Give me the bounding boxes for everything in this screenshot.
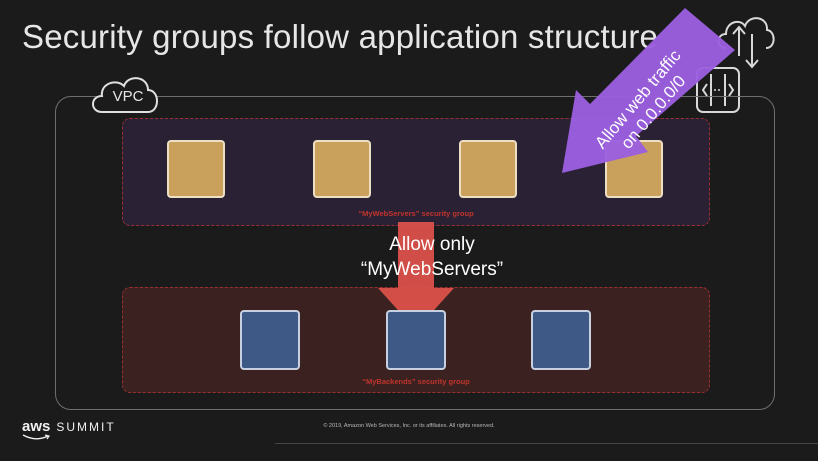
vpc-boundary [55, 96, 775, 410]
backend-server-1 [240, 310, 300, 370]
arrow-left-down-icon [562, 8, 735, 173]
backend-group-label: “MyBackends” security group [362, 377, 470, 386]
backend-server-3 [531, 310, 591, 370]
internet-cloud-icon [717, 17, 775, 69]
cloud-icon [92, 77, 158, 113]
web-server-2 [313, 140, 371, 198]
web-server-3 [459, 140, 517, 198]
internet-gateway-icon [696, 67, 740, 113]
arrow-down-icon [378, 222, 454, 330]
web-group-label: “MyWebServers” security group [358, 209, 474, 218]
aws-summit-logo: aws SUMMIT [22, 418, 116, 435]
copyright-text: © 2019, Amazon Web Services, Inc. or its… [323, 423, 495, 429]
slide-title: Security groups follow application struc… [22, 18, 659, 55]
internal-rule-line-1: Allow only [389, 234, 475, 255]
vpc-label: VPC [112, 88, 144, 105]
footer-divider [275, 443, 818, 444]
summit-logo-text: SUMMIT [56, 420, 116, 434]
aws-smile-icon [22, 434, 50, 440]
web-server-1 [167, 140, 225, 198]
internal-rule-line-2: “MyWebServers” [360, 259, 504, 280]
backend-server-2 [386, 310, 446, 370]
aws-logo-text: aws [22, 418, 51, 435]
internal-rule-text: Allow only “MyWebServers” [314, 232, 550, 282]
